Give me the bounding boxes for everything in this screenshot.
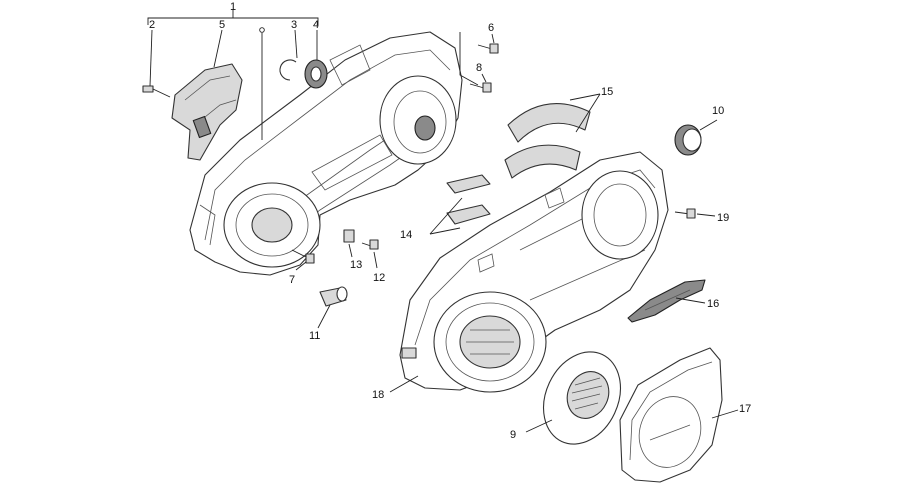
callout-17-label: 17 — [739, 403, 751, 415]
part-14-pads — [446, 174, 491, 225]
callout-5-label: 5 — [219, 19, 225, 31]
callout-unnumbered — [259, 27, 265, 140]
part-17-outer-trim — [619, 347, 723, 483]
callout-7-label: 7 — [289, 274, 295, 286]
part-4-bearing — [304, 59, 328, 89]
part-15-filter — [504, 102, 591, 179]
part-2-screw — [142, 85, 171, 98]
callout-8-label: 8 — [476, 62, 482, 74]
callout-1-label: 1 — [230, 1, 236, 13]
callout-1-bracket: 1 — [147, 1, 319, 25]
callout-16-label: 16 — [707, 298, 719, 310]
part-11-bushing — [319, 286, 348, 307]
callout-10-label: 10 — [712, 105, 724, 117]
outer-cover-left — [189, 31, 463, 276]
part-3-circlip — [279, 59, 297, 81]
part-5-small-cover — [171, 63, 243, 161]
callout-15-label: 15 — [601, 86, 613, 98]
callout-3-label: 3 — [291, 19, 297, 31]
part-8-bolt — [469, 82, 492, 93]
part-16-trim-strip — [627, 279, 706, 323]
part-7-screw — [291, 249, 315, 264]
part-12-screw — [361, 239, 379, 250]
callout-2-label: 2 — [149, 19, 155, 31]
part-9-grille-cover — [543, 351, 621, 445]
callout-18-label: 18 — [372, 389, 384, 401]
part-10-cap — [674, 124, 702, 156]
part-19-screw — [674, 208, 696, 219]
callout-14-label: 14 — [400, 229, 412, 241]
part-13-clip — [343, 229, 355, 243]
callout-9-label: 9 — [510, 429, 516, 441]
callout-19-label: 19 — [717, 212, 729, 224]
callout-6-label: 6 — [488, 22, 494, 34]
part-6-bolt — [477, 43, 499, 54]
callout-12-label: 12 — [373, 272, 385, 284]
callout-4-label: 4 — [313, 19, 319, 31]
part-18-inner-cover — [399, 151, 669, 393]
callout-13-label: 13 — [350, 259, 362, 271]
callout-11-label: 11 — [309, 330, 320, 342]
